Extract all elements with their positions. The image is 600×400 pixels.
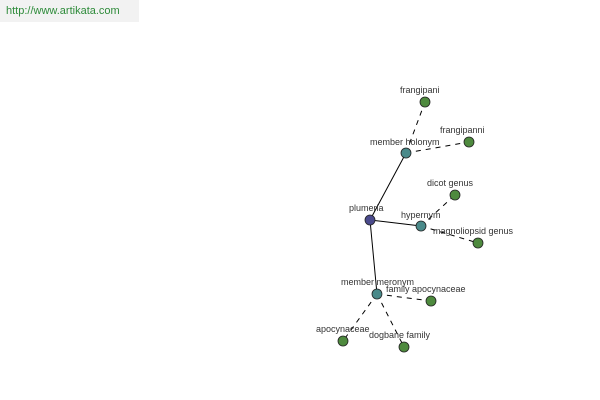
edge-member-holonym-to-frangipanni [405, 141, 470, 154]
edge-member-meronym-to-family-apocynaceae [376, 293, 432, 302]
nodes-layer: plumeria member holonym hypernym member mer… [316, 85, 514, 353]
node-label-family-apocynaceae[interactable]: family apocynaceae [386, 284, 466, 294]
source-url-link[interactable]: http://www.artikata.com [0, 0, 139, 22]
node-circle-dicot-genus[interactable] [449, 189, 461, 201]
edge-plumeria-to-member-meronym [369, 219, 378, 295]
node-label-dicot-genus[interactable]: dicot genus [427, 178, 474, 188]
node-member-meronym[interactable]: member meronym [341, 277, 414, 300]
node-member-holonym[interactable]: member holonym [370, 137, 440, 159]
node-circle-member-meronym[interactable] [371, 288, 383, 300]
edge-plumeria-to-hypernym [369, 219, 422, 227]
node-label-frangipani[interactable]: frangipani [400, 85, 440, 95]
node-frangipani[interactable]: frangipani [400, 85, 440, 108]
node-circle-plumeria[interactable] [364, 214, 376, 226]
node-label-magnoliopsid-genus[interactable]: magnoliopsid genus [433, 226, 514, 236]
edge-hypernym-to-dicot-genus [420, 194, 456, 227]
node-family-apocynaceae[interactable]: family apocynaceae [386, 284, 466, 307]
node-label-dogbane-family[interactable]: dogbane family [369, 330, 431, 340]
node-circle-frangipanni[interactable] [463, 136, 475, 148]
node-dicot-genus[interactable]: dicot genus [427, 178, 474, 201]
edges-layer [342, 101, 479, 348]
node-circle-dogbane-family[interactable] [398, 341, 410, 353]
node-circle-magnoliopsid-genus[interactable] [472, 237, 484, 249]
node-apocynaceae[interactable]: apocynaceae [316, 324, 370, 347]
node-label-plumeria[interactable]: plumeria [349, 203, 384, 213]
node-magnoliopsid-genus[interactable]: magnoliopsid genus [433, 226, 514, 249]
node-circle-member-holonym[interactable] [400, 147, 412, 159]
node-dogbane-family[interactable]: dogbane family [369, 330, 431, 353]
node-label-apocynaceae[interactable]: apocynaceae [316, 324, 370, 334]
node-plumeria[interactable]: plumeria [349, 203, 384, 226]
node-label-hypernym[interactable]: hypernym [401, 210, 441, 220]
node-label-member-holonym[interactable]: member holonym [370, 137, 440, 147]
node-label-frangipanni[interactable]: frangipanni [440, 125, 485, 135]
node-hypernym[interactable]: hypernym [401, 210, 441, 232]
node-circle-frangipani[interactable] [419, 96, 431, 108]
node-circle-family-apocynaceae[interactable] [425, 295, 437, 307]
node-circle-apocynaceae[interactable] [337, 335, 349, 347]
node-circle-hypernym[interactable] [415, 220, 427, 232]
node-label-member-meronym[interactable]: member meronym [341, 277, 414, 287]
node-frangipanni[interactable]: frangipanni [440, 125, 485, 148]
edge-plumeria-to-member-holonym [369, 152, 407, 221]
